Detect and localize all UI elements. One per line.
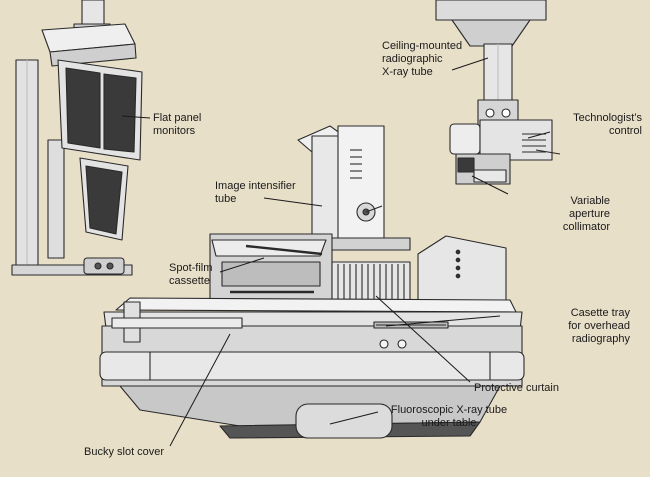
monitor-stand xyxy=(11,0,133,276)
leader-protective-curtain xyxy=(375,295,471,383)
label-ceiling-xray-tube: Ceiling-mounted radiographic X-ray tube xyxy=(382,40,463,78)
leader-fluoroscopic-tube xyxy=(329,411,379,425)
image-intensifier-tower xyxy=(297,125,411,251)
label-image-intensifier: Image intensifier tube xyxy=(215,180,296,205)
leader-ceiling-xray-tube xyxy=(451,57,489,71)
leader-variable-collimator xyxy=(471,175,509,195)
label-spot-film-cassette: Spot-film cassette xyxy=(169,262,213,287)
variable-collimator xyxy=(455,153,511,185)
label-protective-curtain: Protective curtain xyxy=(474,382,559,394)
label-technologist-control: Technologist’s control xyxy=(573,112,642,137)
cassette-tray xyxy=(373,321,449,329)
label-bucky-slot-cover: Bucky slot cover xyxy=(84,446,165,458)
technologist-control xyxy=(449,119,561,161)
leader-spot-film-cassette xyxy=(219,257,265,273)
table-back-panel xyxy=(417,235,507,309)
leader-bucky-slot-cover xyxy=(169,333,231,447)
leader-image-intensifier xyxy=(263,197,323,207)
ceiling-xray-tube xyxy=(435,0,547,127)
flat-panel-monitors xyxy=(57,59,143,241)
label-fluoroscopic-tube: Fluoroscopic X-ray tube under table xyxy=(390,404,508,429)
leader-flat-panel-monitors xyxy=(121,115,151,119)
label-cassette-tray: Casette tray for overhead radiography xyxy=(568,307,630,345)
bucky-slot-cover xyxy=(111,301,243,343)
leader-cassette-tray xyxy=(385,315,501,327)
monitor-hood xyxy=(41,23,137,67)
label-variable-collimator: Variable aperture collimator xyxy=(562,195,610,233)
leader-technologist-control xyxy=(527,131,551,139)
label-flat-panel-monitors: Flat panel monitors xyxy=(153,112,202,137)
